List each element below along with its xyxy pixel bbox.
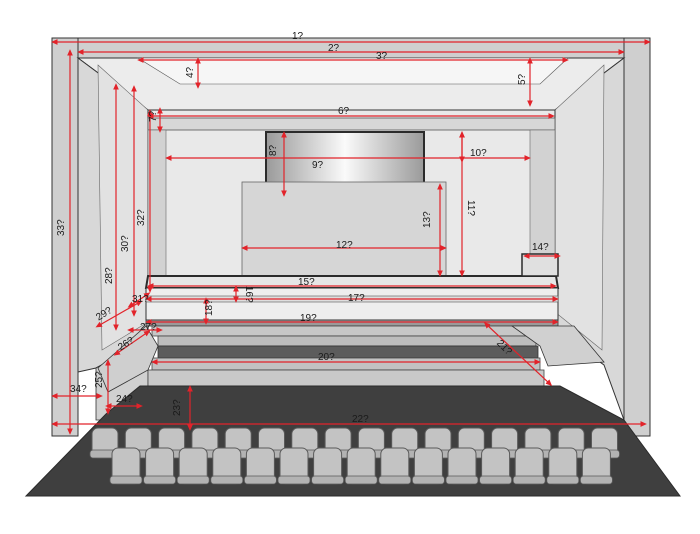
label-5: 5? <box>517 73 528 85</box>
label-28: 28? <box>104 267 115 284</box>
dim-line-21 <box>483 322 553 386</box>
label-7: 7? <box>148 110 159 122</box>
audience-seating <box>89 427 620 485</box>
theater-seat-icon <box>378 447 412 485</box>
step-2 <box>157 335 537 347</box>
dim-line-26 <box>113 330 151 356</box>
label-12: 12? <box>336 240 353 251</box>
backdrop-flat <box>241 181 447 279</box>
theater-seat-icon <box>512 447 546 485</box>
label-24: 24? <box>116 394 133 405</box>
label-15: 15? <box>298 277 315 288</box>
step-5 <box>147 369 545 387</box>
theater-seat-icon <box>176 447 210 485</box>
label-34: 34? <box>70 384 87 395</box>
theater-seat-icon <box>109 447 143 485</box>
label-13: 13? <box>422 211 433 228</box>
theater-seat-icon <box>243 447 277 485</box>
label-23: 23? <box>172 399 183 416</box>
label-32: 32? <box>136 209 147 226</box>
dim-line-31 <box>127 292 151 308</box>
stage-edge <box>145 319 559 327</box>
step-3 <box>157 345 539 359</box>
label-6: 6? <box>338 106 350 117</box>
label-25: 25? <box>94 371 105 388</box>
label-3: 3? <box>376 51 388 62</box>
label-27: 27? <box>140 322 157 333</box>
right-wall-panel <box>554 64 605 351</box>
theater-seat-icon <box>344 447 378 485</box>
label-33: 33? <box>56 219 67 236</box>
theater-seat-icon <box>277 447 311 485</box>
theater-seat-icon <box>580 447 613 485</box>
label-9: 9? <box>312 160 324 171</box>
label-19: 19? <box>300 313 317 324</box>
theater-seat-icon <box>311 447 345 485</box>
step-1 <box>151 325 541 337</box>
theater-seat-icon <box>546 447 580 485</box>
theater-seat-icon <box>143 447 177 485</box>
frame-left-column <box>51 37 79 437</box>
theater-seat-icon <box>445 447 479 485</box>
label-16: 16? <box>243 286 254 303</box>
theater-seat-icon <box>411 447 445 485</box>
stage-front <box>145 287 559 321</box>
label-2: 2? <box>328 43 340 54</box>
dimension-lines <box>51 39 651 435</box>
label-22: 22? <box>352 414 369 425</box>
side-platform <box>521 253 559 277</box>
label-10: 10? <box>470 148 487 159</box>
label-8: 8? <box>268 144 279 156</box>
label-31: 31? <box>132 294 149 305</box>
label-17: 17? <box>348 293 365 304</box>
label-1: 1? <box>292 31 304 42</box>
left-wing <box>147 129 167 281</box>
label-30: 30? <box>120 235 131 252</box>
label-4: 4? <box>185 66 196 78</box>
label-18: 18? <box>204 299 215 316</box>
label-14: 14? <box>532 242 549 253</box>
theater-seat-icon <box>210 447 244 485</box>
step-4 <box>151 357 541 371</box>
frame-top-beam <box>51 37 651 59</box>
label-20: 20? <box>318 352 335 363</box>
ceiling-band <box>136 57 569 85</box>
proscenium-header <box>147 117 556 131</box>
room-structure <box>24 37 681 497</box>
label-11: 11? <box>465 200 476 216</box>
frame-right-column <box>623 37 651 437</box>
theater-seat-icon <box>479 447 513 485</box>
